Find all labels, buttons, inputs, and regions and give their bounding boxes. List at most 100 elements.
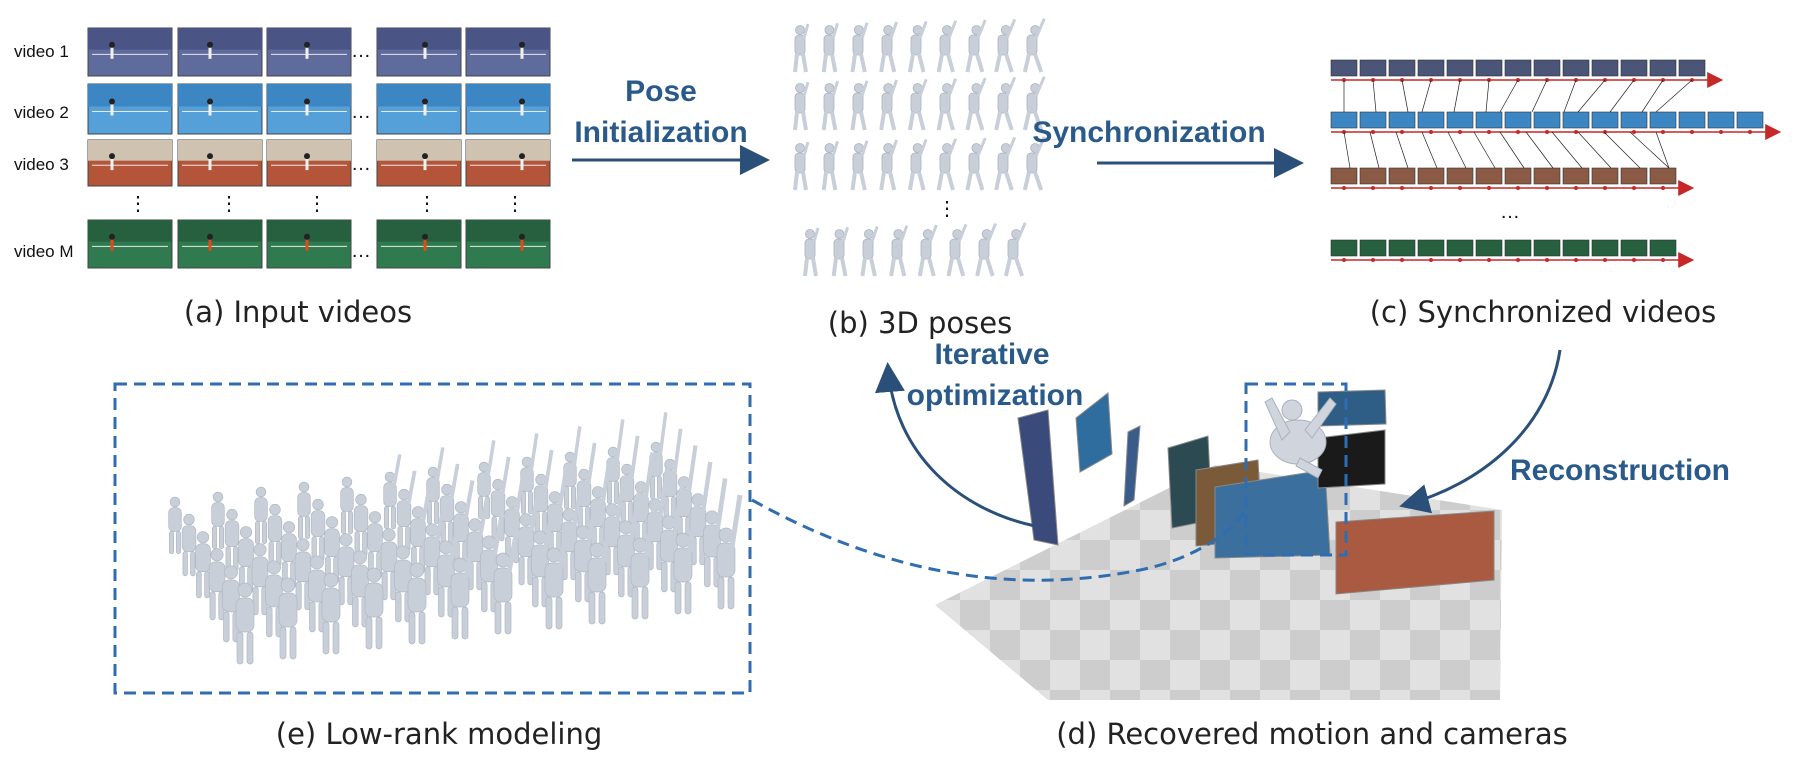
crowd-figure bbox=[450, 536, 477, 640]
pose-figure bbox=[936, 138, 958, 191]
pose-figure bbox=[946, 223, 968, 277]
input-video-frames bbox=[87, 27, 551, 269]
crowd-figure bbox=[662, 428, 683, 522]
crowd-figure bbox=[531, 506, 556, 608]
crowd-figure bbox=[235, 582, 255, 665]
pose-figure bbox=[850, 22, 869, 73]
crowd-figure bbox=[587, 515, 614, 625]
crowd-figure bbox=[353, 493, 369, 557]
crowd-figure bbox=[617, 492, 642, 598]
pose-figure bbox=[879, 21, 899, 73]
reconstruction-arrow bbox=[1399, 349, 1562, 514]
crowd-figure bbox=[673, 501, 700, 615]
pose-figure bbox=[1003, 222, 1027, 277]
crowd-figure bbox=[278, 577, 298, 660]
row-ellipsis-1: … bbox=[351, 40, 371, 62]
video-frame-thumbnail bbox=[465, 83, 551, 135]
caption-3d-poses: (b) 3D poses bbox=[828, 306, 1012, 340]
crowd-figure bbox=[224, 508, 240, 572]
synchronization-label: Synchronization bbox=[1032, 116, 1265, 149]
correspondence-lines bbox=[1343, 79, 1693, 169]
crowd-figure bbox=[544, 522, 571, 630]
column-vdots: ⋮ bbox=[128, 193, 148, 215]
crowd-figure bbox=[383, 454, 402, 530]
crowd-figure bbox=[181, 513, 197, 577]
crowd-figure bbox=[437, 520, 462, 618]
iterative-optimization-arrow bbox=[874, 362, 1036, 528]
iterative-optimization-label-line1: Iterative bbox=[934, 338, 1049, 371]
crowd-figure bbox=[251, 543, 269, 616]
pose-figure bbox=[965, 77, 987, 131]
pose-figure bbox=[850, 140, 869, 191]
camera-plane bbox=[1123, 425, 1141, 507]
crowd-figure bbox=[660, 485, 685, 593]
crowd-figure bbox=[649, 412, 668, 500]
link-dashed-curve bbox=[751, 498, 1248, 582]
video-frame-thumbnail bbox=[465, 219, 551, 269]
crowd-figure bbox=[533, 449, 554, 537]
video-frame-thumbnail bbox=[266, 27, 352, 77]
pose-initialization-step: Pose Initialization bbox=[572, 75, 770, 175]
sync-strip bbox=[1330, 167, 1695, 196]
column-vdots: ⋮ bbox=[505, 193, 525, 215]
video-frame-thumbnail bbox=[177, 139, 263, 187]
camera-plane bbox=[1317, 429, 1386, 489]
pose-initialization-label-line1: Pose bbox=[625, 75, 697, 108]
pose-figure bbox=[965, 137, 987, 191]
crowd-figure bbox=[340, 476, 354, 535]
video-frame-thumbnail bbox=[177, 83, 263, 135]
synchronized-videos-panel: … (c) Synchronized videos bbox=[1330, 59, 1782, 329]
caption-low-rank-modeling: (e) Low-rank modeling bbox=[276, 717, 603, 751]
pose-figure bbox=[821, 80, 839, 131]
sync-ellipsis: … bbox=[1500, 201, 1520, 223]
pose-initialization-label-line2: Initialization bbox=[574, 116, 747, 149]
crowd-figure bbox=[490, 456, 511, 542]
caption-synchronized-videos: (c) Synchronized videos bbox=[1370, 295, 1717, 329]
crowd-figure bbox=[211, 491, 225, 550]
crowd-figure bbox=[310, 498, 326, 562]
crowd-figure bbox=[563, 426, 582, 510]
highlight-box bbox=[1244, 382, 1348, 557]
sync-strip bbox=[1330, 239, 1695, 268]
poses-vdots: ⋮ bbox=[937, 198, 957, 220]
pose-figure bbox=[994, 18, 1017, 73]
low-rank-pose-crowd bbox=[168, 412, 743, 665]
pose-figure bbox=[936, 20, 958, 73]
video-frame-thumbnail bbox=[266, 139, 352, 187]
pose-figure bbox=[889, 225, 909, 277]
input-videos-panel: video 1 video 2 video 3 video M … … … … … bbox=[14, 27, 551, 329]
video-frame-thumbnail bbox=[465, 139, 551, 187]
low-rank-box bbox=[113, 382, 752, 695]
row-label-video-3: video 3 bbox=[14, 155, 69, 174]
crowd-figure bbox=[297, 481, 311, 540]
row-ellipsis-m: … bbox=[351, 240, 371, 262]
column-vdots: ⋮ bbox=[219, 193, 239, 215]
video-frame-thumbnail bbox=[87, 83, 173, 135]
iterative-optimization-step: Iterative optimization bbox=[874, 338, 1083, 528]
video-frame-thumbnail bbox=[376, 83, 462, 135]
row-ellipsis-3: … bbox=[351, 153, 371, 175]
pose-figure bbox=[975, 222, 997, 277]
video-frame-thumbnail bbox=[376, 27, 462, 77]
pose-figure bbox=[936, 78, 958, 131]
crowd-figure bbox=[407, 562, 427, 645]
caption-recovered-motion: (d) Recovered motion and cameras bbox=[1056, 717, 1568, 751]
pose-grid bbox=[793, 18, 1046, 277]
low-rank-modeling-panel: (e) Low-rank modeling bbox=[113, 382, 1248, 751]
crowd-figure bbox=[308, 555, 326, 633]
video-frame-thumbnail bbox=[87, 139, 173, 187]
sync-strip bbox=[1330, 59, 1724, 88]
video-frame-thumbnail bbox=[87, 219, 173, 269]
row-label-video-2: video 2 bbox=[14, 103, 69, 122]
camera-planes bbox=[1017, 389, 1495, 595]
pose-figure bbox=[994, 76, 1017, 131]
crowd-figure bbox=[716, 494, 743, 610]
camera-plane bbox=[1075, 392, 1113, 473]
pose-figure bbox=[821, 22, 839, 73]
reconstruction-step: Reconstruction bbox=[1399, 349, 1730, 514]
sync-strip bbox=[1330, 111, 1782, 140]
crowd-figure bbox=[394, 545, 412, 623]
video-frame-thumbnail bbox=[376, 219, 462, 269]
pose-figure bbox=[1022, 76, 1046, 131]
